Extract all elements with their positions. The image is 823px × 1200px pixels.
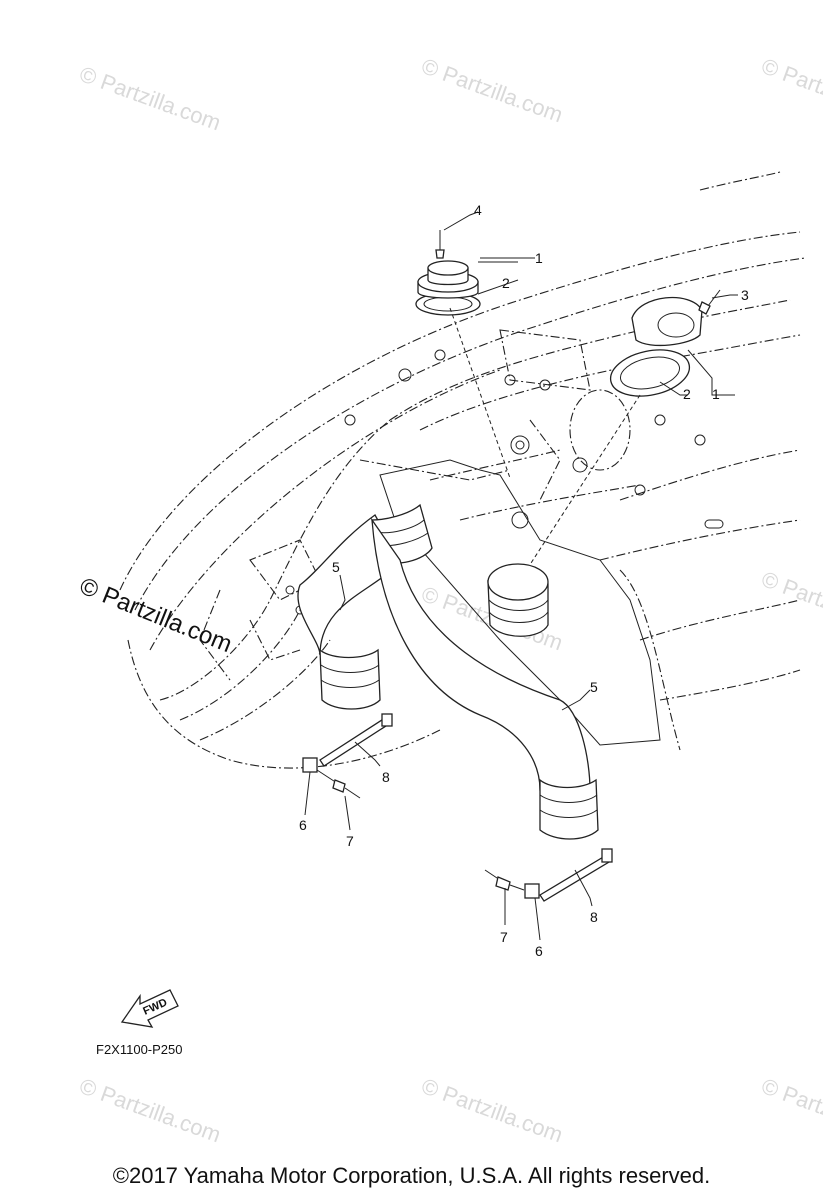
watermark-text: © Partzilla.com <box>76 1073 224 1147</box>
callout-1: 1 <box>712 386 720 402</box>
vent-assembly <box>609 289 721 397</box>
fasteners-right <box>484 848 613 902</box>
callout-8: 8 <box>590 909 598 925</box>
intake-housing <box>379 459 661 746</box>
copyright-notice: ©2017 Yamaha Motor Corporation, U.S.A. A… <box>112 1163 711 1188</box>
watermark-text: © Partzilla.com <box>76 61 224 135</box>
fwd-arrow-icon: FWD <box>120 989 179 1028</box>
routing-line <box>449 307 511 479</box>
callout-4: 4 <box>474 202 482 218</box>
routing-line <box>519 394 641 581</box>
leader-lines <box>304 211 738 941</box>
hull-outline <box>119 171 806 769</box>
callout-1: 1 <box>535 250 543 266</box>
callout-7: 7 <box>500 929 508 945</box>
hose-right <box>371 517 599 840</box>
watermark-text: © Partzilla.com <box>76 573 236 659</box>
callout-2: 2 <box>502 275 510 291</box>
watermark-text: © Partzilla.com <box>758 53 823 127</box>
fasteners-left <box>302 713 393 799</box>
watermark-text: © Partzilla.com <box>758 1073 823 1147</box>
callout-6: 6 <box>535 943 543 959</box>
callout-8: 8 <box>382 769 390 785</box>
watermark-text: © Partzilla.com <box>758 566 823 640</box>
diagram-code: F2X1100-P250 <box>96 1042 183 1057</box>
callout-5: 5 <box>590 679 598 695</box>
cap-assembly <box>415 230 481 316</box>
callout-7: 7 <box>346 833 354 849</box>
callout-6: 6 <box>299 817 307 833</box>
watermark-text: © Partzilla.com <box>418 53 566 127</box>
watermark-text: © Partzilla.com <box>418 1073 566 1147</box>
callout-5: 5 <box>332 559 340 575</box>
callout-3: 3 <box>741 287 749 303</box>
callout-2: 2 <box>683 386 691 402</box>
watermarks: © Partzilla.com © Partzilla.com © Partzi… <box>76 53 823 1147</box>
callouts: 1 2 3 4 2 1 5 5 8 6 7 8 7 6 <box>299 202 749 959</box>
